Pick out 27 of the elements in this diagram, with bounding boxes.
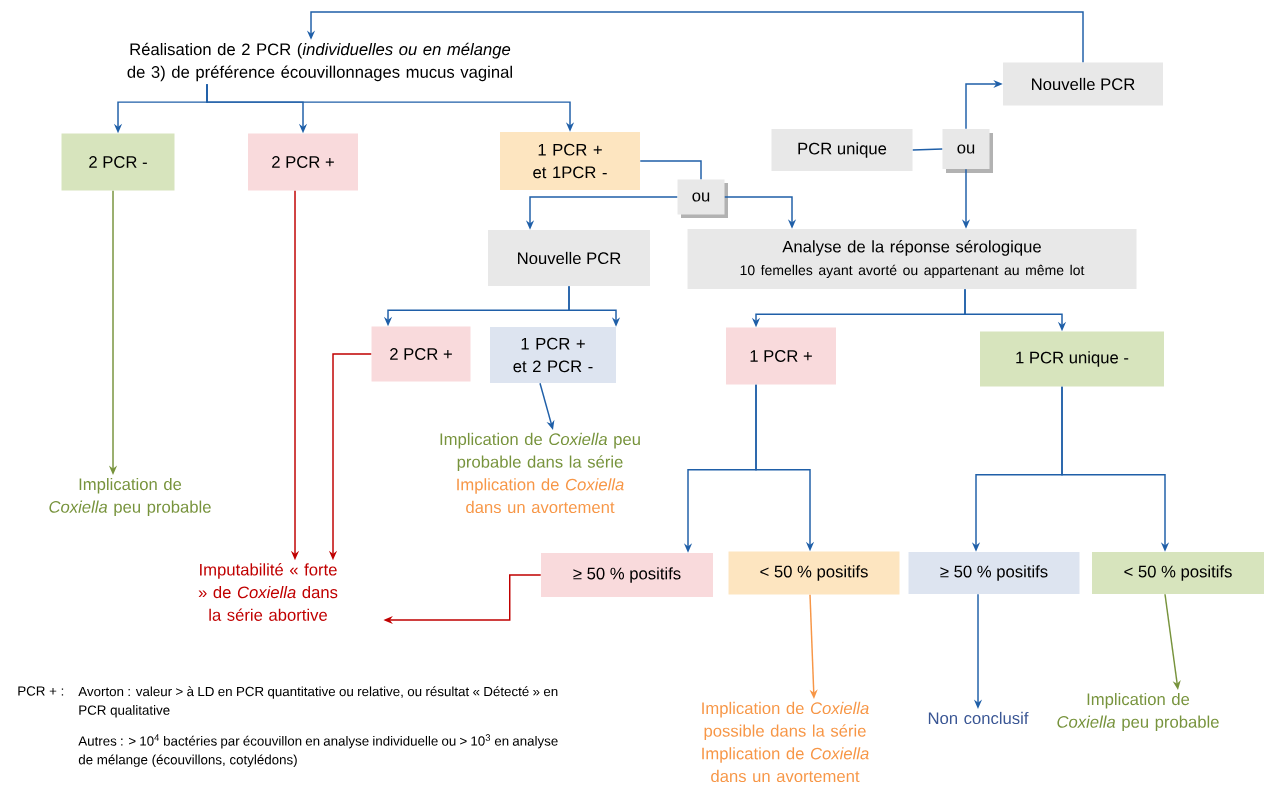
footnote-label: PCR + : [18,686,64,696]
conclusion-text: Implication de Coxiella peu probable [1057,692,1219,732]
result-box: 1 PCR + et 2 PCR - [490,327,616,383]
footnote-text: Avorton : valeur > à LD en PCR quantitative ou relative, ou résultat « Détecté » en PCR qualitative [78,686,558,718]
result-box: 1 PCR + [726,327,836,385]
step-box: PCR unique [771,129,913,171]
conclusion-text: Non conclusif [928,711,1029,725]
conclusion-text: Implication de Coxiella peu probable [49,477,211,517]
result-box: 2 PCR + [371,326,471,382]
result-box: 1 PCR + et 1PCR - [500,132,640,190]
conclusion-text: Implication de Coxiella peu probable dans la série Implication de Coxiella dans un avortement [440,432,640,514]
step-box: Nouvelle PCR [488,230,650,286]
step-box: Analyse de la réponse sérologique 10 femelles ayant avorté ou appartenant au même lot [687,229,1137,289]
result-box: 2 PCR - [61,133,175,191]
result-box: < 50 % positifs [728,551,900,595]
result-box: 1 PCR unique - [980,331,1164,387]
conclusion-text: Implication de Coxiella possible dans la série Implication de Coxiella dans un avortement [702,701,869,783]
result-box: ≥ 50 % positifs [541,553,713,597]
instruction-text: Réalisation de 2 PCR (individuelles ou en mélange de 3) de préférence écouvillonnages mucus vaginal [127,42,512,82]
footnote-text: Autres : > 10$^{4}$ bactéries par écouvillon en analyse individuelle ou > 10$^{3}$ en analyse de mélange (écouvillons, cotylédons) [78,734,558,768]
or-box: ou [677,179,728,218]
conclusion-text: Imputabilité « forte » de Coxiella dans la série abortive [198,563,338,621]
or-box: ou [942,129,993,173]
result-box: 2 PCR + [248,133,358,191]
step-box: Nouvelle PCR [1003,62,1163,106]
result-box: < 50 % positifs [1092,552,1264,594]
result-box: ≥ 50 % positifs [908,552,1080,594]
